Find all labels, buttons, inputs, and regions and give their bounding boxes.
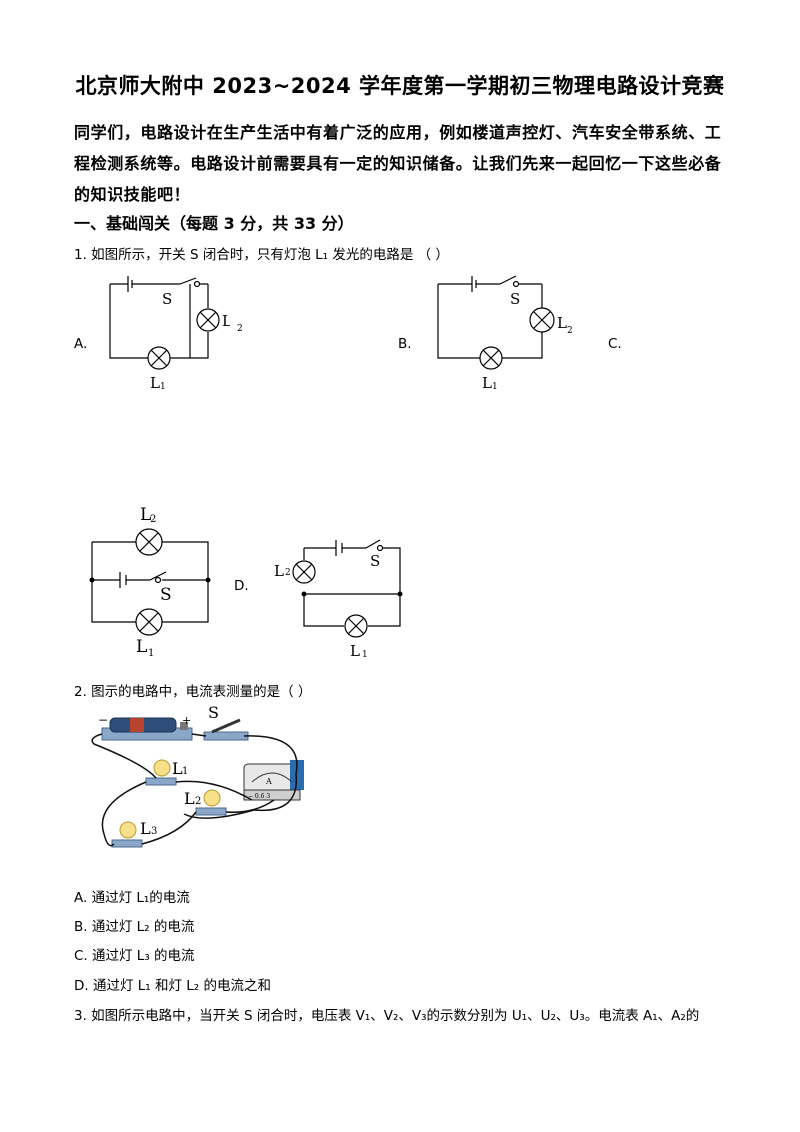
svg-text:L: L	[274, 562, 284, 580]
svg-text:S: S	[510, 290, 520, 308]
q1-option-a-label[interactable]: A.	[74, 336, 88, 352]
svg-text:L: L	[184, 789, 195, 808]
svg-text:L: L	[482, 374, 492, 392]
q2-circuit-figure: − + S A − 0.6 3 L L L	[91, 704, 304, 848]
svg-text:L: L	[140, 505, 151, 525]
svg-text:− 0.6 3: − 0.6 3	[248, 793, 270, 800]
svg-text:+: +	[182, 714, 191, 727]
question-2-stem: 2. 图示的电路中，电流表测量的是（ ）	[74, 684, 312, 700]
q2-option-a[interactable]: A. 通过灯 L₁的电流	[74, 890, 190, 906]
svg-text:L: L	[350, 642, 360, 660]
svg-text:L: L	[136, 637, 147, 657]
svg-text:A: A	[265, 777, 272, 786]
section-heading: 一、基础闯关（每题 3 分，共 33 分）	[74, 214, 354, 233]
question-3-stem: 3. 如图所示电路中，当开关 S 闭合时，电压表 V₁、V₂、V₃的示数分别为 …	[74, 1008, 700, 1024]
svg-text:L: L	[150, 374, 160, 392]
q2-option-d[interactable]: D. 通过灯 L₁ 和灯 L₂ 的电流之和	[74, 978, 272, 994]
q1-circuit-a: S L L	[109, 276, 230, 392]
q2-option-c[interactable]: C. 通过灯 L₃ 的电流	[74, 948, 195, 964]
svg-text:L: L	[140, 819, 151, 838]
q1-circuit-c: L S L	[89, 505, 211, 657]
svg-text:L: L	[172, 759, 183, 778]
question-1-stem: 1. 如图所示，开关 S 闭合时，只有灯泡 L₁ 发光的电路是 （ ）	[74, 247, 449, 263]
q1-option-c-label[interactable]: C.	[608, 336, 622, 352]
svg-text:L: L	[557, 314, 567, 332]
q2-option-b[interactable]: B. 通过灯 L₂ 的电流	[74, 919, 195, 935]
q1-option-b-label[interactable]: B.	[398, 336, 412, 352]
switch-label: S	[162, 290, 172, 308]
intro-paragraph: 同学们，电路设计在生产生活中有着广泛的应用，例如楼道声控灯、汽车安全带系统、工程…	[74, 123, 722, 204]
svg-text:S: S	[370, 552, 380, 570]
svg-text:S: S	[160, 585, 172, 605]
q1-option-d-label[interactable]: D.	[234, 578, 249, 594]
svg-text:−: −	[98, 713, 108, 727]
svg-text:L: L	[222, 312, 230, 330]
page-title: 北京师大附中 2023~2024 学年度第一学期初三物理电路设计竞赛	[75, 74, 725, 98]
q1-circuit-d: S L L	[274, 539, 403, 660]
svg-text:S: S	[208, 704, 219, 722]
q1-circuit-b: S L L	[437, 275, 567, 392]
